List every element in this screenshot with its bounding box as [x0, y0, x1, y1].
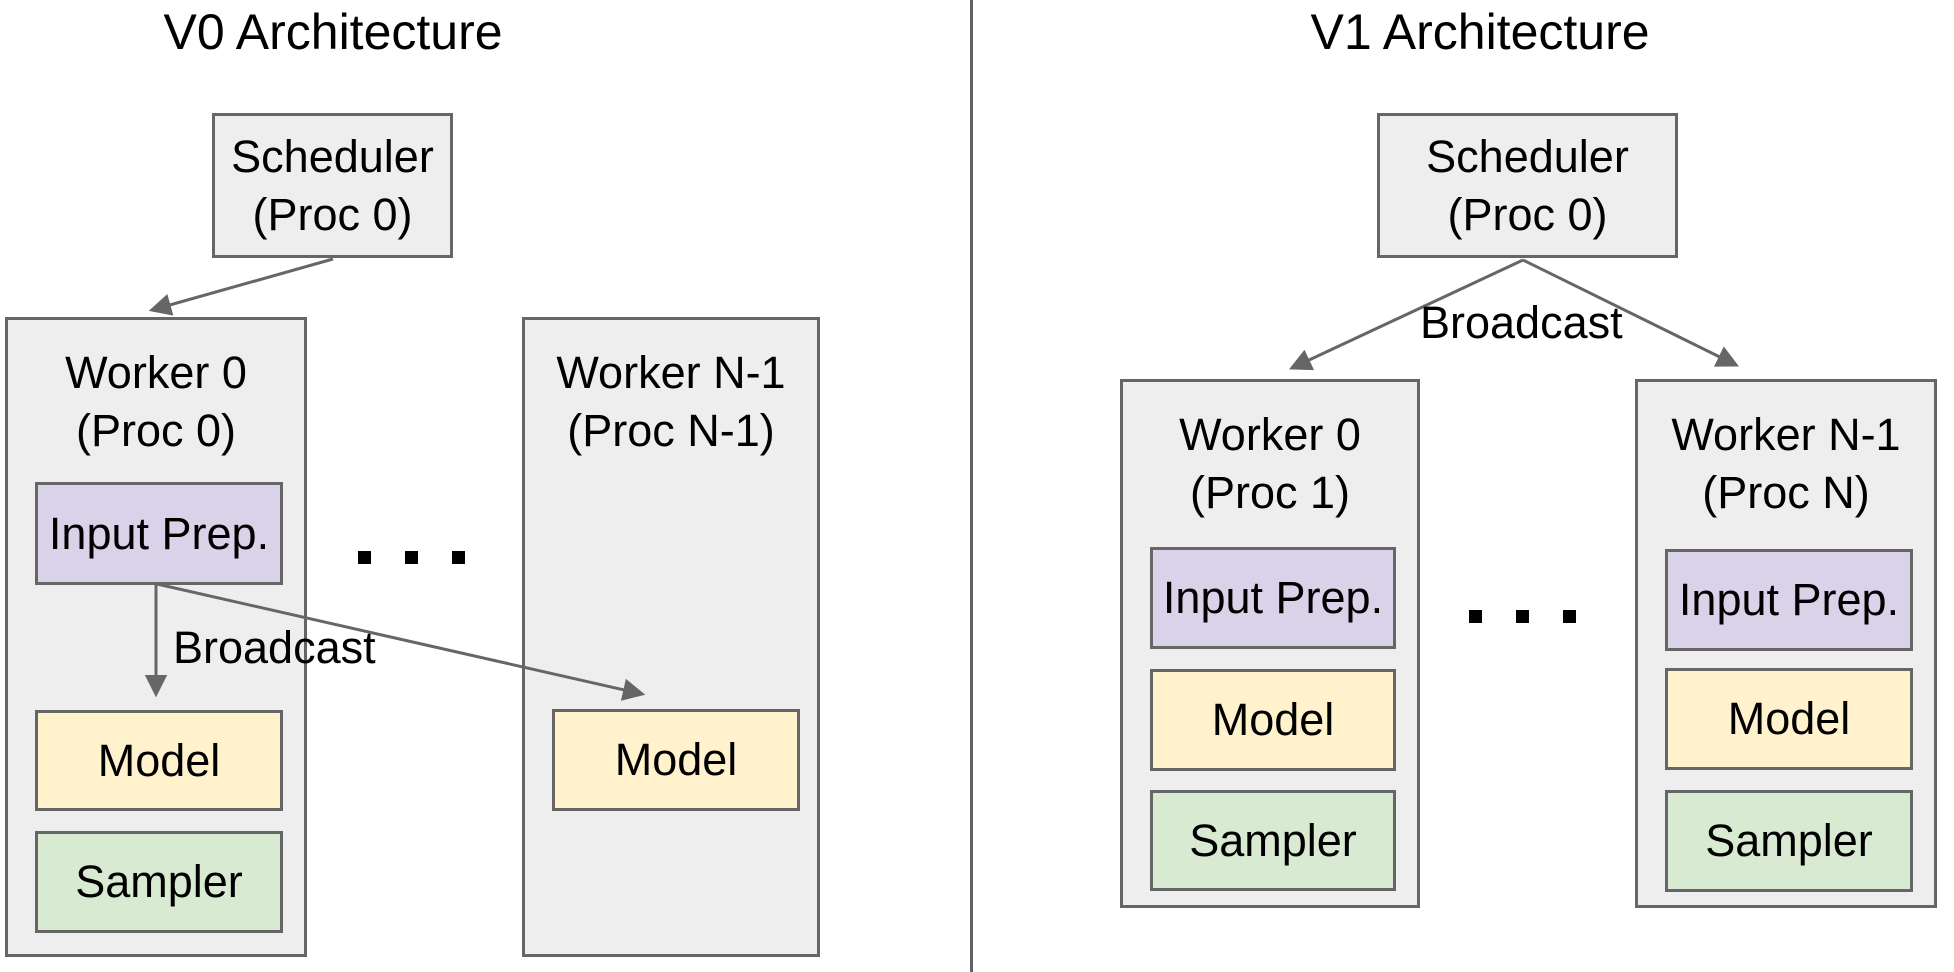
v1-workerN1-box: Worker N-1 (Proc N) Input Prep. Model Sa… [1635, 379, 1937, 908]
v0-scheduler-label-line1: Scheduler [231, 130, 434, 182]
dot-icon [358, 551, 371, 564]
v1-panel-title: V1 Architecture [1310, 4, 1650, 60]
v0-worker0-label-line1: Worker 0 [65, 347, 247, 398]
v0-workerN1-label-line1: Worker N-1 [556, 347, 786, 398]
dot-icon [405, 551, 418, 564]
v1-worker0-label: Worker 0 (Proc 1) [1123, 382, 1417, 522]
v1-worker0-box: Worker 0 (Proc 1) Input Prep. Model Samp… [1120, 379, 1420, 908]
v0-workerN1-label-line2: (Proc N-1) [567, 405, 775, 456]
v1-scheduler-label-line2: (Proc 0) [1447, 188, 1608, 240]
v0-worker0-model-box: Model [35, 710, 283, 811]
v1-workerN1-label-line2: (Proc N) [1702, 467, 1870, 518]
v1-scheduler-label-line1: Scheduler [1426, 130, 1629, 182]
v0-worker0-input-prep-box: Input Prep. [35, 482, 283, 585]
v0-workerN1-model-box: Model [552, 709, 800, 811]
dot-icon [452, 551, 465, 564]
v1-scheduler-box: Scheduler (Proc 0) [1377, 113, 1678, 258]
v0-worker0-box: Worker 0 (Proc 0) Input Prep. Model Samp… [5, 317, 307, 957]
v1-ellipsis-dots [1469, 610, 1576, 623]
v0-workerN1-label: Worker N-1 (Proc N-1) [525, 320, 817, 460]
v1-worker0-label-line2: (Proc 1) [1189, 467, 1351, 518]
panel-divider-line [970, 0, 973, 972]
v1-worker0-model-box: Model [1150, 669, 1396, 771]
v0-scheduler-label-line2: (Proc 0) [252, 188, 413, 240]
v0-worker0-label-line2: (Proc 0) [75, 405, 237, 456]
v1-worker0-input-prep-box: Input Prep. [1150, 547, 1396, 649]
v0-scheduler-box: Scheduler (Proc 0) [212, 113, 453, 258]
v1-workerN1-label: Worker N-1 (Proc N) [1638, 382, 1934, 522]
v1-worker0-label-line1: Worker 0 [1179, 409, 1361, 460]
v1-worker0-sampler-box: Sampler [1150, 790, 1396, 891]
v0-worker0-sampler-box: Sampler [35, 831, 283, 933]
v1-workerN1-model-box: Model [1665, 668, 1913, 770]
v0-worker0-label: Worker 0 (Proc 0) [8, 320, 304, 460]
v1-workerN1-input-prep-box: Input Prep. [1665, 549, 1913, 651]
v0-panel-title: V0 Architecture [163, 4, 503, 60]
dot-icon [1563, 610, 1576, 623]
v1-workerN1-sampler-box: Sampler [1665, 790, 1913, 892]
v1-workerN1-label-line1: Worker N-1 [1671, 409, 1901, 460]
v0-workerN1-box: Worker N-1 (Proc N-1) Model [522, 317, 820, 957]
v0-ellipsis-dots [358, 551, 465, 564]
dot-icon [1469, 610, 1482, 623]
dot-icon [1516, 610, 1529, 623]
